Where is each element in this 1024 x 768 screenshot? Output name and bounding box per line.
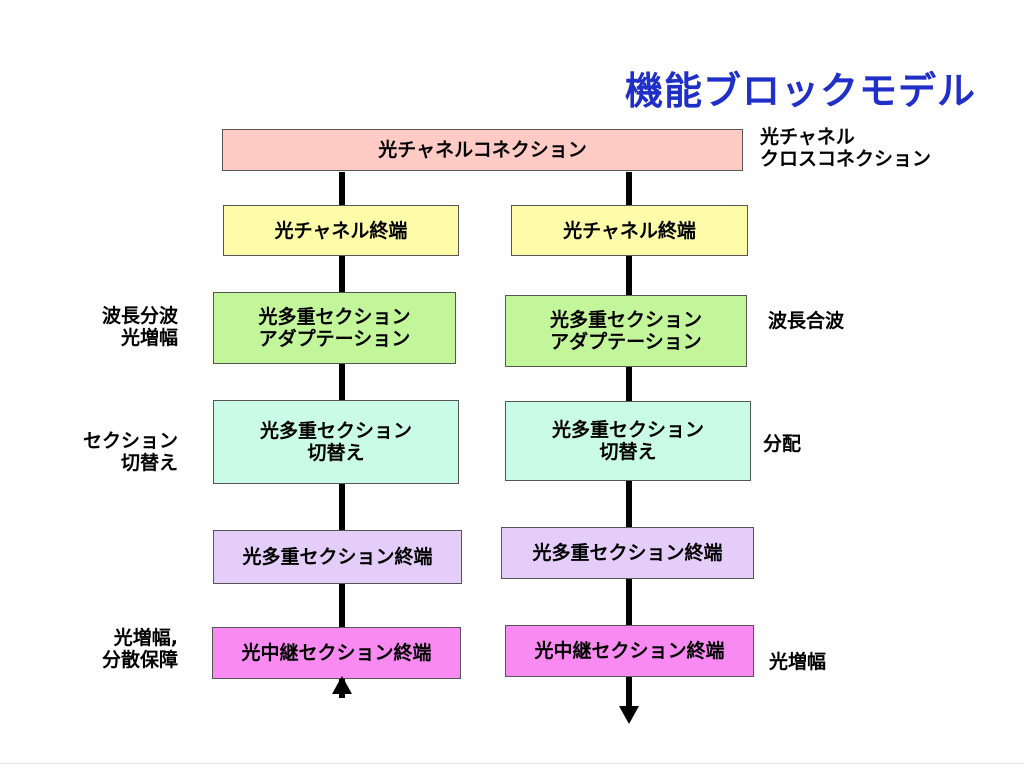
left-ms-termination-label: 光多重セクション終端	[242, 546, 433, 568]
left-switching-box: 光多重セクション 切替え	[213, 400, 459, 484]
arrow-up-icon	[332, 676, 352, 694]
left-ms-termination-box: 光多重セクション終端	[213, 530, 462, 584]
right-relay-termination-box: 光中継セクション終端	[505, 625, 754, 677]
mux-side-label: 波長合波	[768, 310, 845, 332]
left-switching-label: 光多重セクション 切替え	[259, 420, 412, 464]
right-adaptation-label: 光多重セクション アダプテーション	[549, 309, 702, 353]
page-title: 機能ブロックモデル	[624, 69, 976, 113]
right-ms-termination-label: 光多重セクション終端	[532, 542, 723, 564]
right-channel-termination-label: 光チャネル終端	[563, 219, 696, 242]
cross-connect-side-label: 光チャネル クロスコネクション	[760, 126, 932, 170]
left-relay-termination-box: 光中継セクション終端	[212, 627, 461, 679]
footer-divider	[0, 763, 1024, 764]
amp-side-label: 光増幅	[769, 651, 827, 673]
left-channel-termination-label: 光チャネル終端	[274, 219, 408, 242]
distribution-side-label: 分配	[763, 433, 802, 455]
right-adaptation-box: 光多重セクション アダプテーション	[505, 295, 747, 367]
right-ms-termination-box: 光多重セクション終端	[501, 527, 754, 579]
left-channel-termination-box: 光チャネル終端	[223, 205, 459, 256]
left-adaptation-label: 光多重セクション アダプテーション	[258, 306, 411, 350]
right-switching-box: 光多重セクション 切替え	[505, 401, 751, 481]
left-relay-termination-label: 光中継セクション終端	[241, 642, 432, 664]
channel-cross-connection-box: 光チャネルコネクション	[222, 129, 743, 171]
section-switch-side-label: セクション 切替え	[82, 430, 178, 474]
right-switching-label: 光多重セクション 切替え	[551, 419, 704, 463]
right-channel-termination-box: 光チャネル終端	[511, 205, 748, 256]
amp-dispersion-side-label: 光増幅, 分散保障	[101, 627, 178, 671]
arrow-down-icon	[619, 706, 639, 724]
channel-cross-connection-label: 光チャネルコネクション	[378, 139, 587, 161]
left-adaptation-box: 光多重セクション アダプテーション	[213, 292, 456, 364]
right-relay-termination-label: 光中継セクション終端	[534, 640, 725, 662]
demux-amp-side-label: 波長分波 光増幅	[101, 305, 178, 349]
